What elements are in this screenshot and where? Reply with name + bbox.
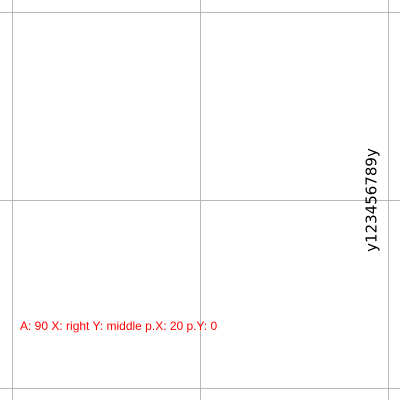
text-params-label: A: 90 X: right Y: middle p.X: 20 p.Y: 0 (20, 319, 218, 333)
grid-line-horizontal-bottom (0, 388, 400, 389)
rotated-sample-text: y123456789y (362, 148, 381, 252)
grid-line-horizontal-middle (0, 200, 400, 201)
grid-line-horizontal-top (0, 12, 400, 13)
